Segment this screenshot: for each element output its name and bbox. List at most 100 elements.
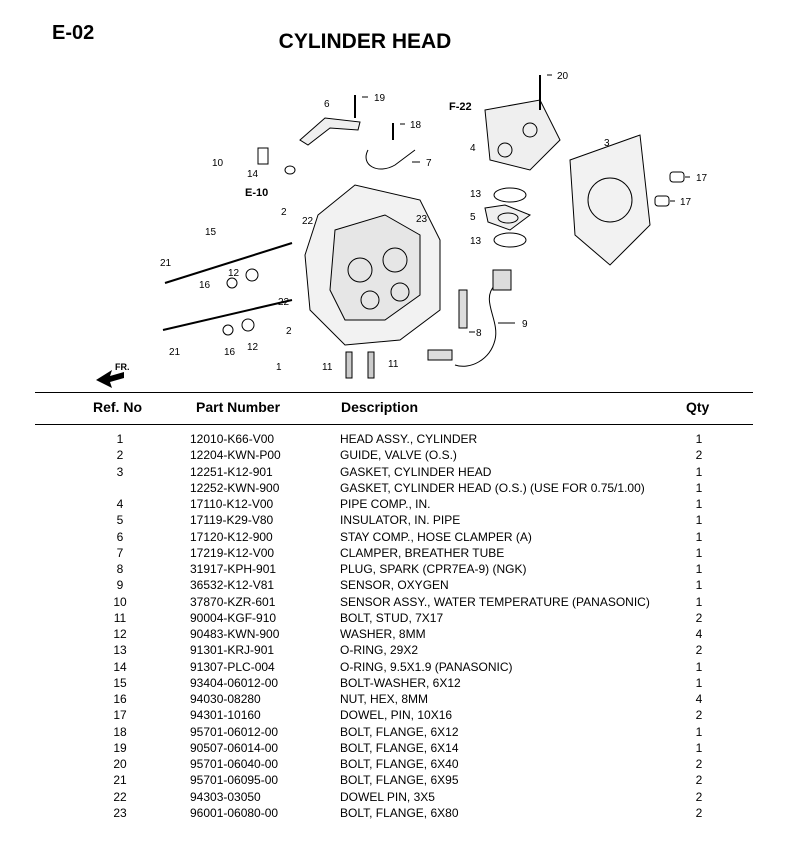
- qty-cell: 2: [695, 708, 703, 723]
- part-number-cell: 31917-KPH-901: [190, 562, 277, 576]
- qty-cell: 4: [695, 627, 703, 641]
- qty-cell: 1: [695, 740, 703, 755]
- callout-21: 21: [160, 258, 172, 269]
- callout-8: 8: [476, 328, 482, 339]
- description-cell: BOLT, FLANGE, 6X40: [340, 757, 459, 771]
- qty-cell: 2: [695, 643, 703, 658]
- callout-21b: 21: [169, 347, 181, 358]
- callout-5: 5: [470, 212, 476, 223]
- ref-no-cell: 15: [113, 675, 127, 690]
- ref-no-cell: 12: [113, 627, 127, 641]
- page-code: E-02: [52, 22, 95, 44]
- description-cell: STAY COMP., HOSE CLAMPER (A): [340, 529, 532, 544]
- callout-12: 12: [228, 268, 240, 279]
- callout-14: 14: [247, 169, 259, 180]
- description-cell: HEAD ASSY., CYLINDER: [340, 432, 478, 446]
- part-number-cell: 17119-K29-V80: [190, 513, 274, 528]
- table-top-rule: [35, 392, 753, 393]
- ref-no-cell: 14: [113, 659, 127, 674]
- qty-cell: 1: [695, 545, 703, 560]
- description-cell: DOWEL PIN, 3X5: [340, 789, 435, 804]
- callout-1: 1: [276, 362, 282, 373]
- callout-18: 18: [410, 120, 422, 131]
- ref-no-cell: 19: [113, 740, 127, 755]
- table-header-rule: [35, 424, 753, 425]
- part-number-cell: 94301-10160: [190, 708, 261, 723]
- part-number-cell: 12251-K12-901: [190, 464, 273, 479]
- callout-7: 7: [426, 158, 432, 169]
- qty-cell: 1: [695, 675, 703, 690]
- ref-no-cell: 21: [113, 773, 127, 788]
- callout-16: 16: [199, 280, 211, 291]
- callout-4: 4: [470, 143, 476, 154]
- part-number-cell: 91301-KRJ-901: [190, 643, 275, 658]
- part-number-cell: 94030-08280: [190, 692, 261, 706]
- description-cell: SENSOR, OXYGEN: [340, 578, 449, 593]
- ref-f22: F-22: [449, 101, 472, 113]
- ref-no-cell: 10: [113, 594, 127, 609]
- header-part-number: Part Number: [196, 399, 281, 415]
- part-number-cell: 12252-KWN-900: [190, 480, 280, 495]
- description-cell: WASHER, 8MM: [340, 627, 426, 641]
- ref-no-cell: 11: [113, 610, 127, 625]
- qty-cell: 1: [695, 578, 703, 593]
- callout-10: 10: [212, 158, 224, 169]
- ref-no-cell: 3: [116, 464, 124, 479]
- qty-cell: 2: [695, 773, 703, 788]
- qty-cell: 2: [695, 610, 703, 625]
- callout-13b: 13: [470, 236, 482, 247]
- part-number-cell: 17110-K12-V00: [190, 497, 274, 511]
- description-cell: BOLT, FLANGE, 6X12: [340, 724, 459, 739]
- header-qty: Qty: [686, 399, 710, 415]
- ref-no-cell: 18: [113, 724, 127, 739]
- qty-cell: 1: [695, 562, 703, 576]
- callout-17b: 17: [680, 197, 692, 208]
- callout-17: 17: [696, 173, 708, 184]
- part-number-cell: 37870-KZR-601: [190, 594, 276, 609]
- part-number-cell: 17120-K12-900: [190, 529, 273, 544]
- part-number-cell: 36532-K12-V81: [190, 578, 275, 593]
- ref-no-cell: 13: [113, 643, 127, 658]
- part-number-cell: 12204-KWN-P00: [190, 448, 281, 463]
- description-cell: DOWEL, PIN, 10X16: [340, 708, 453, 723]
- callout-15: 15: [205, 227, 217, 238]
- description-cell: BOLT-WASHER, 6X12: [340, 675, 461, 690]
- callout-20: 20: [557, 71, 569, 82]
- table-row: 15 93404-06012-00 BOLT-WASHER, 6X12 1: [0, 675, 800, 691]
- qty-cell: 1: [695, 529, 703, 544]
- header-ref-no: Ref. No: [93, 399, 142, 415]
- callout-9: 9: [522, 319, 528, 330]
- ref-no-cell: 5: [116, 513, 124, 528]
- part-number-cell: 93404-06012-00: [190, 675, 279, 690]
- description-cell: PLUG, SPARK (CPR7EA-9) (NGK): [340, 562, 527, 576]
- qty-cell: 2: [695, 448, 703, 463]
- qty-cell: 1: [695, 432, 703, 446]
- qty-cell: 1: [695, 594, 703, 609]
- part-number-cell: 95701-06095-00: [190, 773, 279, 788]
- ref-no-cell: 4: [116, 497, 124, 511]
- description-cell: GASKET, CYLINDER HEAD (O.S.) (USE FOR 0.…: [340, 480, 645, 495]
- diagram-callouts: 1 2 2 3 4 5 6 7 8 9 10 11 11 12 12 13 13…: [115, 71, 708, 373]
- callout-3: 3: [604, 138, 610, 149]
- ref-no-cell: 7: [116, 545, 124, 560]
- qty-cell: 2: [695, 789, 703, 804]
- callout-12b: 12: [247, 342, 259, 353]
- table-row: 12252-KWN-900 GASKET, CYLINDER HEAD (O.S.…: [0, 480, 800, 496]
- description-cell: BOLT, FLANGE, 6X95: [340, 773, 459, 788]
- qty-cell: 1: [695, 480, 703, 495]
- callout-11: 11: [322, 362, 333, 373]
